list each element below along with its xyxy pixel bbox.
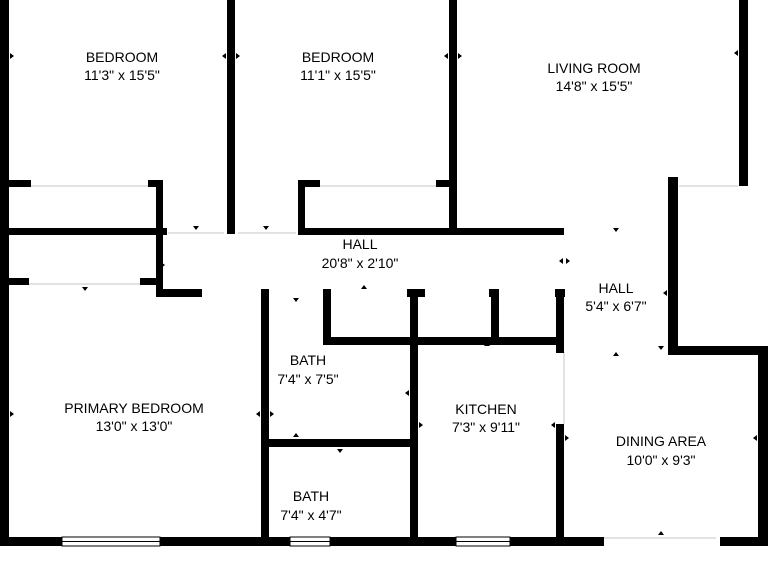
room-living-room: LIVING ROOM 14'8" x 15'5"	[547, 60, 640, 94]
wall-exterior-bottom	[720, 537, 768, 546]
room-name: LIVING ROOM	[547, 60, 640, 76]
walls	[0, 0, 768, 546]
wall-closet	[298, 180, 320, 187]
wall-exterior-bottom	[0, 537, 62, 546]
wall-exterior-left	[0, 0, 9, 546]
marker	[658, 531, 664, 535]
wall-exterior-right	[739, 0, 748, 186]
wall-exterior-right-step	[668, 346, 768, 355]
wall-closet	[140, 278, 163, 285]
room-name: HALL	[598, 280, 633, 296]
marker	[293, 433, 299, 437]
wall-hall-bottom	[156, 289, 202, 297]
marker	[270, 411, 274, 417]
wall-kitchen-right	[556, 424, 564, 546]
room-dimensions: 5'4" x 6'7"	[585, 298, 646, 314]
room-dimensions: 13'0" x 13'0"	[96, 418, 173, 434]
room-dimensions: 7'3" x 9'11"	[452, 419, 520, 435]
wall-closet-divider	[491, 289, 499, 345]
room-bath-1: BATH 7'4" x 7'5"	[277, 352, 338, 387]
marker	[161, 262, 165, 268]
room-bath-2: BATH 7'4" x 4'7"	[280, 488, 341, 523]
wall-kitchen-right	[556, 289, 564, 353]
room-bedroom-1: BEDROOM 11'3" x 15'5"	[84, 49, 160, 83]
room-dimensions: 11'3" x 15'5"	[84, 67, 160, 83]
marker	[551, 422, 555, 428]
wall-closet-side	[156, 180, 163, 296]
wall-bath-door	[261, 489, 269, 491]
marker	[613, 352, 619, 356]
room-dining-area: DINING AREA 10'0" x 9'3"	[616, 433, 707, 468]
marker	[263, 226, 269, 230]
wall-hall-top	[298, 228, 564, 235]
room-dimensions: 11'1" x 15'5"	[300, 67, 376, 83]
marker	[734, 50, 738, 56]
wall-closet-hall	[323, 289, 331, 342]
room-name: HALL	[342, 236, 377, 252]
marker	[256, 411, 260, 417]
wall-bath-kitchen	[410, 289, 418, 546]
room-dimensions: 10'0" x 9'3"	[627, 452, 696, 468]
marker	[565, 435, 569, 441]
room-name: DINING AREA	[616, 433, 707, 449]
openings	[28, 185, 738, 539]
marker	[293, 298, 299, 302]
wall-bath-left	[261, 289, 269, 546]
room-dimensions: 7'4" x 7'5"	[277, 371, 338, 387]
marker	[663, 290, 667, 296]
wall-hall-top	[9, 228, 167, 235]
dimension-markers	[10, 50, 757, 535]
marker	[658, 346, 664, 350]
marker	[444, 53, 448, 59]
room-dimensions: 14'8" x 15'5"	[556, 78, 633, 94]
wall-exterior-right-step	[668, 177, 678, 355]
room-name: PRIMARY BEDROOM	[64, 400, 204, 416]
room-bedroom-2: BEDROOM 11'1" x 15'5"	[300, 49, 376, 83]
room-hall-main: HALL 20'8" x 2'10"	[322, 236, 399, 271]
room-primary-bedroom: PRIMARY BEDROOM 13'0" x 13'0"	[64, 400, 204, 434]
marker	[193, 226, 199, 230]
marker	[337, 449, 343, 453]
wall-exterior-right	[758, 346, 768, 546]
wall-bedroom-divider	[227, 0, 235, 234]
marker	[484, 342, 490, 346]
marker	[361, 285, 367, 289]
marker	[222, 53, 226, 59]
wall-exterior-bottom	[160, 537, 290, 546]
marker	[458, 53, 462, 59]
marker	[753, 435, 757, 441]
wall-closet	[9, 278, 29, 285]
wall-closet	[148, 180, 163, 187]
wall-closet	[9, 180, 31, 187]
marker	[559, 258, 563, 264]
room-name: BATH	[290, 352, 326, 368]
room-name: BEDROOM	[86, 49, 158, 65]
marker	[419, 422, 423, 428]
room-dimensions: 7'4" x 4'7"	[280, 507, 341, 523]
wall-closet	[436, 180, 452, 187]
room-dimensions: 20'8" x 2'10"	[322, 255, 399, 271]
wall-exterior-bottom	[330, 537, 456, 546]
marker	[405, 390, 409, 396]
marker	[566, 258, 570, 264]
wall-bath-divider	[261, 439, 413, 447]
marker	[613, 228, 619, 232]
room-name: KITCHEN	[455, 401, 516, 417]
marker	[82, 287, 88, 291]
room-hall-side: HALL 5'4" x 6'7"	[585, 280, 646, 314]
marker	[236, 53, 240, 59]
marker	[10, 53, 14, 59]
marker	[10, 411, 14, 417]
wall-closet-side	[298, 180, 305, 234]
wall-closet-bottom	[323, 337, 563, 345]
windows	[61, 536, 511, 547]
room-kitchen: KITCHEN 7'3" x 9'11"	[452, 401, 520, 435]
wall-bedroom-living	[449, 0, 457, 234]
room-name: BATH	[293, 488, 329, 504]
room-name: BEDROOM	[302, 49, 374, 65]
